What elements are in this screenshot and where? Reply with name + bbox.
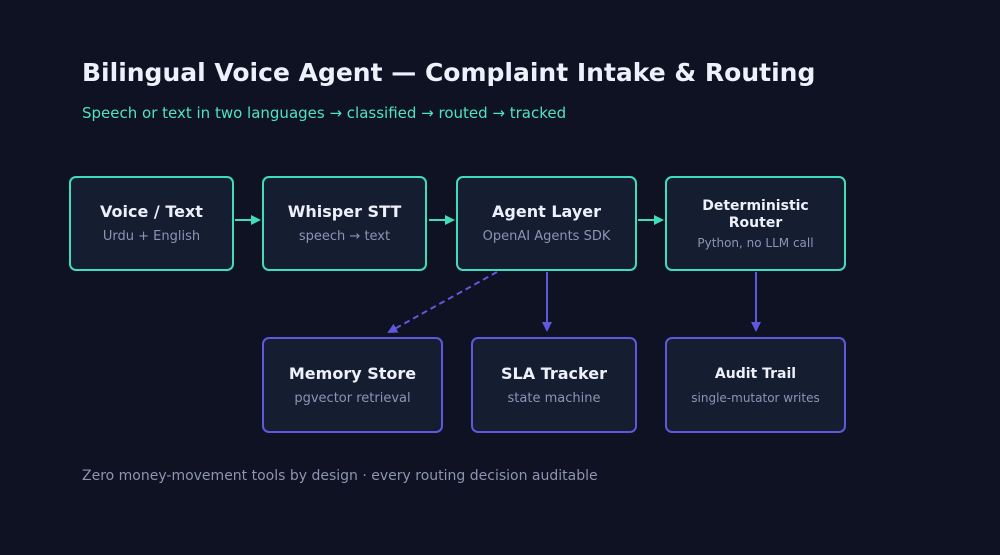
node-whisper-stt: Whisper STT speech → text: [262, 176, 427, 271]
node-agent-layer: Agent Layer OpenAI Agents SDK: [456, 176, 637, 271]
node-whisper-stt-title: Whisper STT: [287, 202, 402, 221]
node-sla-tracker-title: SLA Tracker: [501, 363, 607, 383]
node-sla-tracker: SLA Tracker state machine: [471, 337, 637, 433]
node-voice-text: Voice / Text Urdu + English: [69, 176, 234, 271]
diagram-footer: Zero money-movement tools by design · ev…: [82, 468, 598, 484]
node-audit-trail-subtitle: single-mutator writes: [691, 390, 820, 405]
node-voice-text-subtitle: Urdu + English: [102, 229, 201, 244]
node-audit-trail-title: Audit Trail: [714, 365, 797, 382]
node-memory-store: Memory Store pgvector retrieval: [262, 337, 443, 433]
node-deterministic-router-title: Deterministic Router: [702, 197, 809, 231]
diagram-subtitle: Speech or text in two languages → classi…: [82, 104, 567, 122]
node-whisper-stt-subtitle: speech → text: [298, 229, 391, 244]
node-agent-layer-title: Agent Layer: [492, 202, 601, 221]
diagram-title: Bilingual Voice Agent — Complaint Intake…: [82, 58, 816, 87]
node-memory-store-title: Memory Store: [288, 363, 417, 383]
node-sla-tracker-subtitle: state machine: [507, 390, 601, 406]
node-voice-text-title: Voice / Text: [100, 202, 203, 221]
node-deterministic-router: Deterministic Router Python, no LLM call: [665, 176, 846, 271]
node-agent-layer-subtitle: OpenAI Agents SDK: [482, 229, 611, 244]
node-audit-trail: Audit Trail single-mutator writes: [665, 337, 846, 433]
node-deterministic-router-subtitle: Python, no LLM call: [697, 235, 814, 250]
edge-agent-to-memory: [387, 271, 498, 333]
node-memory-store-subtitle: pgvector retrieval: [294, 390, 411, 406]
